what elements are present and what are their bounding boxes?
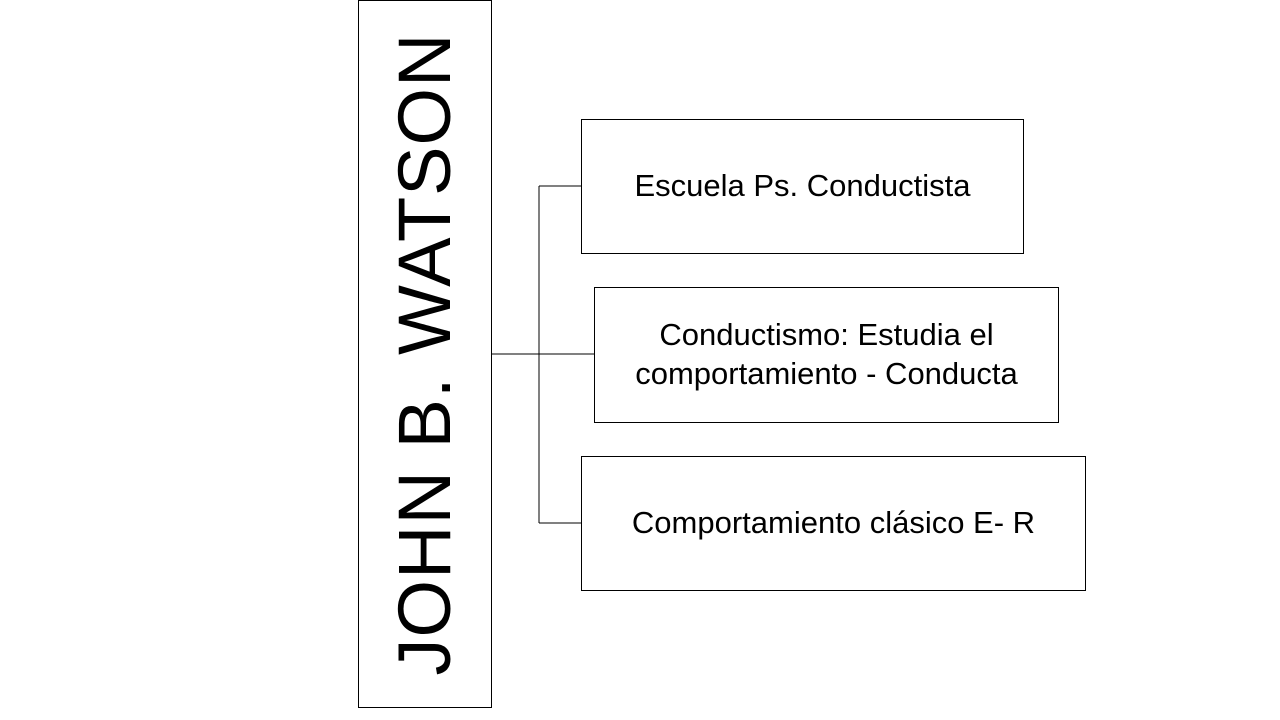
child-node-3-label: Comportamiento clásico E- R bbox=[631, 505, 1036, 541]
child-node-3: Comportamiento clásico E- R bbox=[581, 456, 1086, 591]
root-node: JOHN B. WATSON bbox=[358, 0, 492, 708]
child-node-2: Conductismo: Estudia el comportamiento -… bbox=[594, 287, 1059, 423]
child-node-2-label: Conductismo: Estudia el comportamiento -… bbox=[635, 317, 1018, 391]
child-node-1-label: Escuela Ps. Conductista bbox=[634, 168, 971, 204]
child-node-1: Escuela Ps. Conductista bbox=[581, 119, 1024, 254]
